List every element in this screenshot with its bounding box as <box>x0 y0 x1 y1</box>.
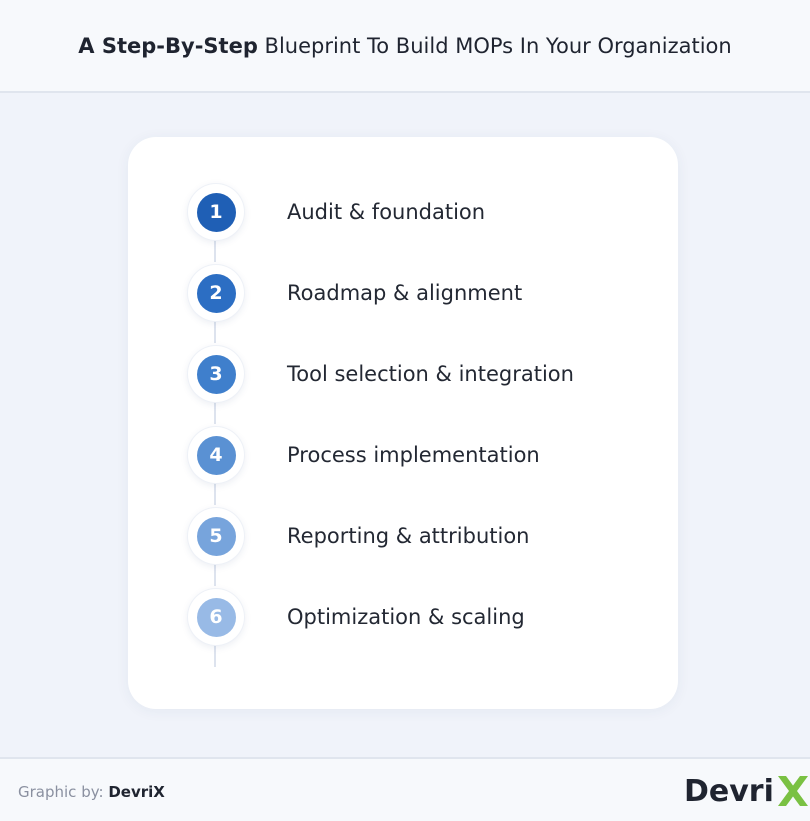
title-rest: Blueprint To Build MOPs In Your Organiza… <box>257 33 732 58</box>
step-connector <box>214 321 216 343</box>
credit-prefix: Graphic by: <box>18 783 109 801</box>
step-badge-halo: 1 <box>188 184 244 240</box>
logo-wordmark: Devri <box>684 773 774 809</box>
step-6: 6 Optimization & scaling <box>188 589 628 645</box>
step-connector <box>214 240 216 262</box>
step-number-badge: 4 <box>196 435 236 475</box>
step-number-badge: 1 <box>196 192 236 232</box>
step-label: Reporting & attribution <box>287 524 530 548</box>
title-bold: A Step-By-Step <box>78 33 258 58</box>
step-connector <box>214 645 216 667</box>
step-badge-halo: 5 <box>188 508 244 564</box>
step-label: Optimization & scaling <box>287 605 525 629</box>
step-badge-halo: 2 <box>188 265 244 321</box>
step-number-badge: 6 <box>196 597 236 637</box>
step-connector <box>214 402 216 424</box>
step-label: Audit & foundation <box>287 200 486 224</box>
logo-x-icon <box>777 776 808 806</box>
step-label: Tool selection & integration <box>287 362 574 386</box>
page-title: A Step-By-Step Blueprint To Build MOPs I… <box>78 34 731 58</box>
step-1: 1 Audit & foundation <box>188 184 628 240</box>
graphic-credit: Graphic by: DevriX <box>18 783 165 801</box>
credit-brand: DevriX <box>108 783 165 801</box>
step-number-badge: 2 <box>196 273 236 313</box>
page-footer: Graphic by: DevriX Devri <box>0 757 810 821</box>
step-5: 5 Reporting & attribution <box>188 508 628 564</box>
step-badge-halo: 6 <box>188 589 244 645</box>
step-badge-halo: 4 <box>188 427 244 483</box>
step-number-badge: 5 <box>196 516 236 556</box>
step-2: 2 Roadmap & alignment <box>188 265 628 321</box>
step-4: 4 Process implementation <box>188 427 628 483</box>
step-badge-halo: 3 <box>188 346 244 402</box>
step-label: Roadmap & alignment <box>287 281 523 305</box>
step-number-badge: 3 <box>196 354 236 394</box>
page-header: A Step-By-Step Blueprint To Build MOPs I… <box>0 0 810 93</box>
step-connector <box>214 483 216 505</box>
step-label: Process implementation <box>287 443 540 467</box>
devrix-logo: Devri <box>684 771 810 811</box>
step-3: 3 Tool selection & integration <box>188 346 628 402</box>
step-connector <box>214 564 216 586</box>
